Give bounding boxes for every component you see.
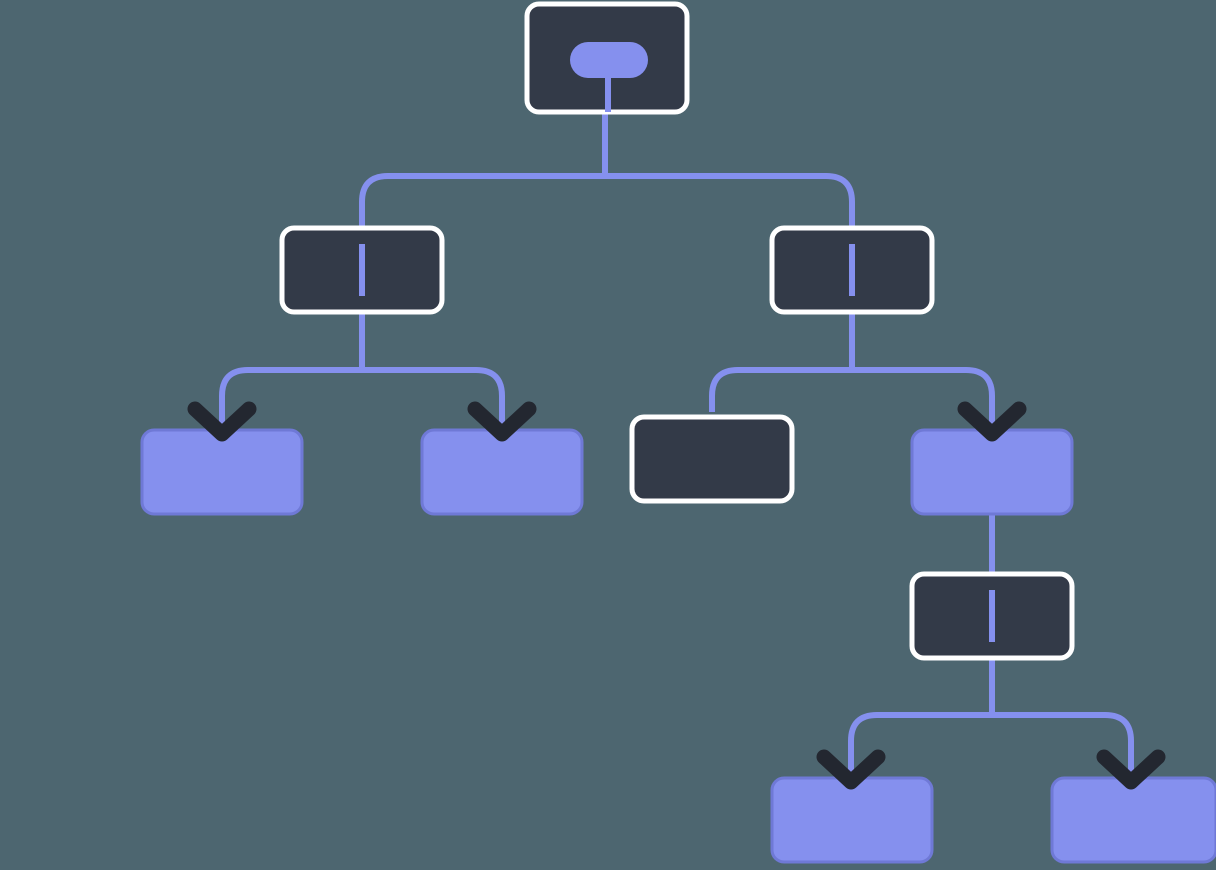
bar-marker-icon bbox=[989, 590, 995, 642]
connector-sub-to-leaf-3 bbox=[848, 712, 992, 788]
connector-branch-left-to-leaf-2 bbox=[362, 367, 505, 440]
connector-branch-right-to-accent bbox=[852, 367, 995, 440]
arrowhead-layer bbox=[187, 401, 1166, 790]
connector-branch-left-to-leaf-1 bbox=[219, 367, 362, 440]
connector-split-to-branch-right bbox=[605, 173, 855, 228]
node-leaf-1[interactable] bbox=[140, 428, 304, 516]
connector-layer bbox=[219, 112, 1134, 788]
node-sub-branch[interactable] bbox=[909, 571, 1075, 661]
arrow-down-icon-arrow-leaf-4 bbox=[1096, 749, 1166, 790]
arrow-down-icon-arrow-leaf-2 bbox=[467, 401, 537, 442]
node-body bbox=[910, 428, 1074, 516]
node-leaf-2[interactable] bbox=[420, 428, 584, 516]
node-body bbox=[770, 776, 934, 864]
node-leaf-3[interactable] bbox=[770, 776, 934, 864]
bar-marker-icon bbox=[359, 244, 365, 296]
connector-sub-to-leaf-4 bbox=[992, 712, 1134, 788]
node-branch-left[interactable] bbox=[279, 225, 445, 315]
node-body bbox=[420, 428, 584, 516]
node-root[interactable] bbox=[524, 1, 690, 115]
node-accent-branch[interactable] bbox=[910, 428, 1074, 516]
node-body bbox=[1050, 776, 1216, 864]
node-plain-node[interactable] bbox=[629, 414, 795, 504]
connector-branch-right-to-plain bbox=[709, 367, 852, 412]
arrow-down-icon-arrow-leaf-1 bbox=[187, 401, 257, 442]
stem-marker-icon bbox=[605, 60, 611, 112]
bar-marker-icon bbox=[849, 244, 855, 296]
node-leaf-4[interactable] bbox=[1050, 776, 1216, 864]
arrow-down-icon-arrow-accent-branch bbox=[957, 401, 1027, 442]
node-branch-right[interactable] bbox=[769, 225, 935, 315]
connector-split-to-branch-left bbox=[359, 173, 605, 228]
node-body bbox=[140, 428, 304, 516]
arrow-down-icon-arrow-leaf-3 bbox=[816, 749, 886, 790]
node-layer bbox=[140, 1, 1216, 864]
node-body bbox=[629, 414, 795, 504]
